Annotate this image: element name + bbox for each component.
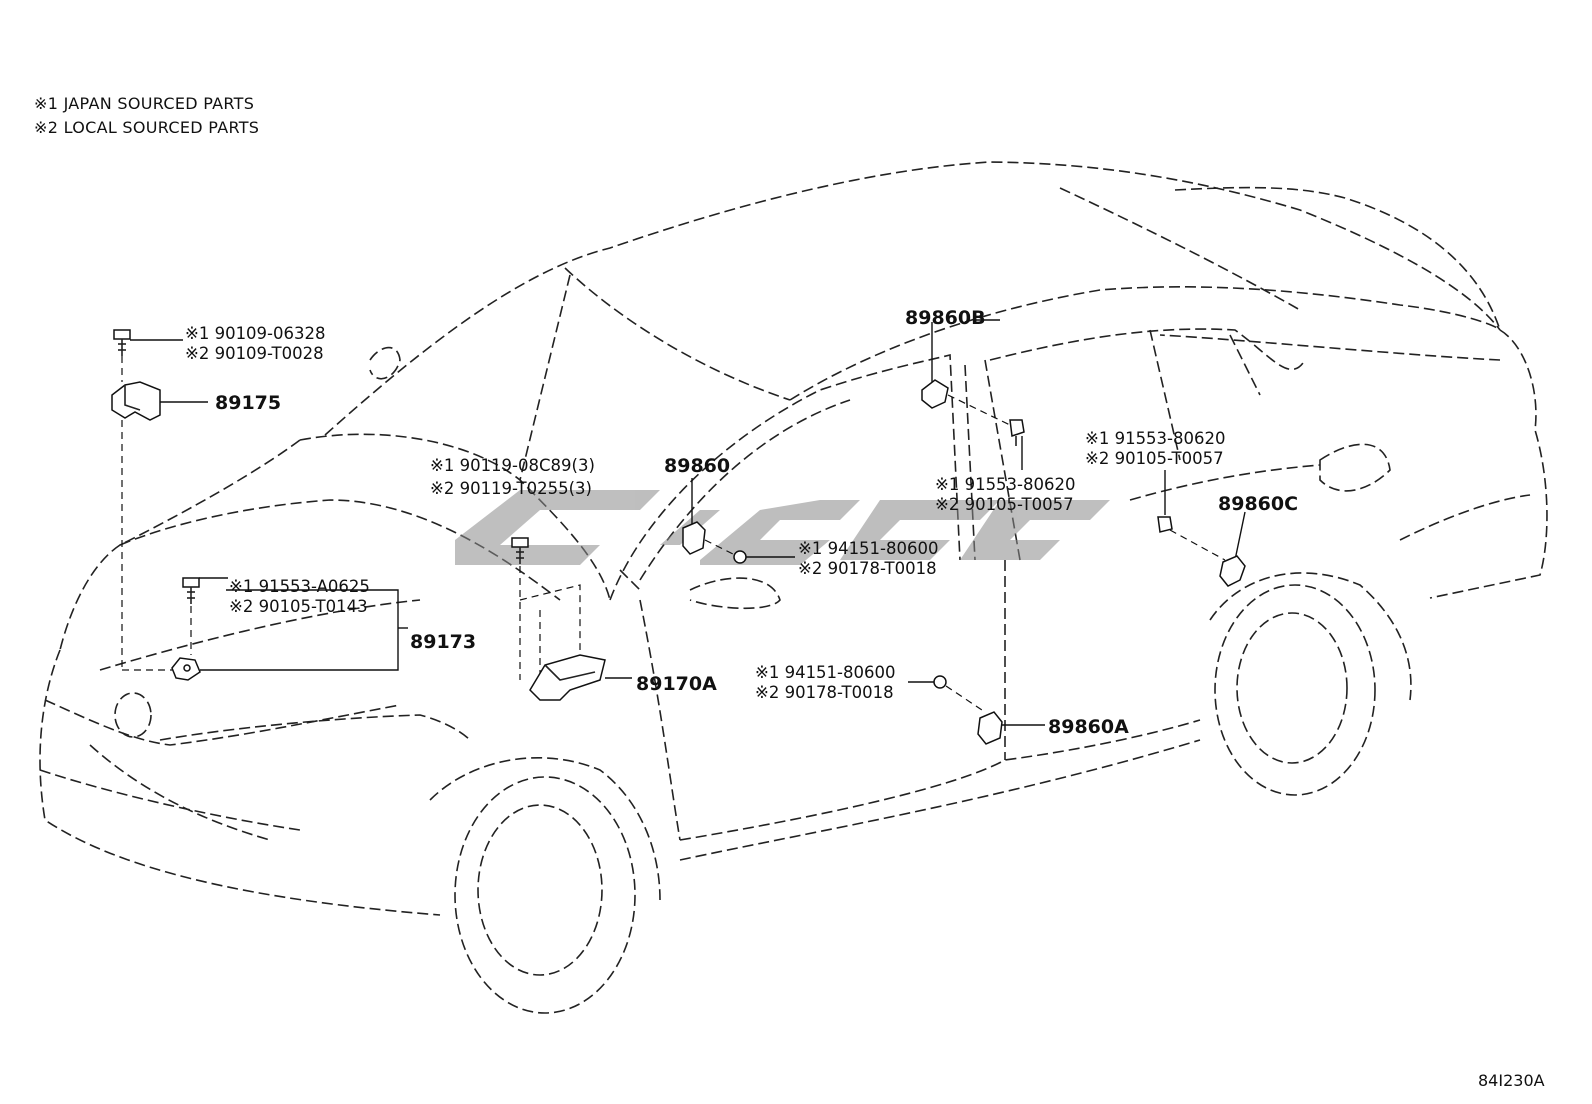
fastener-89860B-local: ※2 90105-T0057 bbox=[935, 495, 1074, 514]
sensor-89170A-icon bbox=[529, 654, 606, 701]
sensor-89860A-icon bbox=[977, 711, 1003, 745]
fastener-89175-jp: ※1 90109-06328 bbox=[185, 324, 326, 343]
nut-icon bbox=[933, 675, 947, 689]
fastener-89860C-jp: ※1 91553-80620 bbox=[1085, 429, 1226, 448]
bolt-icon bbox=[113, 329, 131, 356]
part-label-89173: 89173 bbox=[410, 631, 476, 653]
fastener-89860B-jp: ※1 91553-80620 bbox=[935, 475, 1076, 494]
part-label-89860: 89860 bbox=[664, 455, 730, 477]
fastener-89860A-jp: ※1 94151-80600 bbox=[755, 663, 896, 682]
fastener-89170A-local: ※2 90119-T0255(3) bbox=[430, 479, 592, 498]
car-outline bbox=[39, 161, 1548, 1014]
part-label-89860B: 89860B bbox=[905, 307, 986, 329]
part-89173-group bbox=[171, 577, 408, 681]
fastener-89860A-local: ※2 90178-T0018 bbox=[755, 683, 894, 702]
part-label-89860A: 89860A bbox=[1048, 716, 1129, 738]
nut-icon bbox=[733, 550, 747, 564]
fastener-89173-jp: ※1 91553-A0625 bbox=[229, 577, 370, 596]
bolt-icon bbox=[1157, 516, 1173, 533]
part-89175-group bbox=[111, 329, 208, 671]
legend-japan-sourced: ※1 JAPAN SOURCED PARTS bbox=[34, 94, 255, 113]
part-89860C-group bbox=[1157, 470, 1246, 587]
bolt-icon bbox=[511, 537, 529, 564]
bracket-89175-icon bbox=[111, 381, 161, 421]
sensor-89860C-icon bbox=[1219, 555, 1246, 587]
sensor-89860-icon bbox=[682, 521, 706, 555]
fastener-89175-local: ※2 90109-T0028 bbox=[185, 344, 324, 363]
part-89860A-group bbox=[908, 675, 1045, 745]
sensor-89173-icon bbox=[171, 657, 201, 681]
part-89860B-group bbox=[921, 319, 1025, 470]
bolt-icon bbox=[182, 577, 200, 604]
part-label-89170A: 89170A bbox=[636, 673, 717, 695]
diagram-id: 84I230A bbox=[1478, 1071, 1545, 1090]
bolt-icon bbox=[1009, 419, 1025, 446]
fastener-89860-local: ※2 90178-T0018 bbox=[798, 559, 937, 578]
fastener-89860-jp: ※1 94151-80600 bbox=[798, 539, 939, 558]
legend-local-sourced: ※2 LOCAL SOURCED PARTS bbox=[34, 118, 260, 137]
fastener-89860C-local: ※2 90105-T0057 bbox=[1085, 449, 1224, 468]
sensor-89860B-icon bbox=[921, 379, 949, 409]
part-89860-group bbox=[682, 478, 795, 564]
part-label-89860C: 89860C bbox=[1218, 493, 1298, 515]
fastener-89173-local: ※2 90105-T0143 bbox=[229, 597, 368, 616]
part-89170A-group bbox=[511, 537, 632, 701]
part-label-89175: 89175 bbox=[215, 392, 281, 414]
fastener-89170A-jp: ※1 90119-08C89(3) bbox=[430, 456, 595, 475]
